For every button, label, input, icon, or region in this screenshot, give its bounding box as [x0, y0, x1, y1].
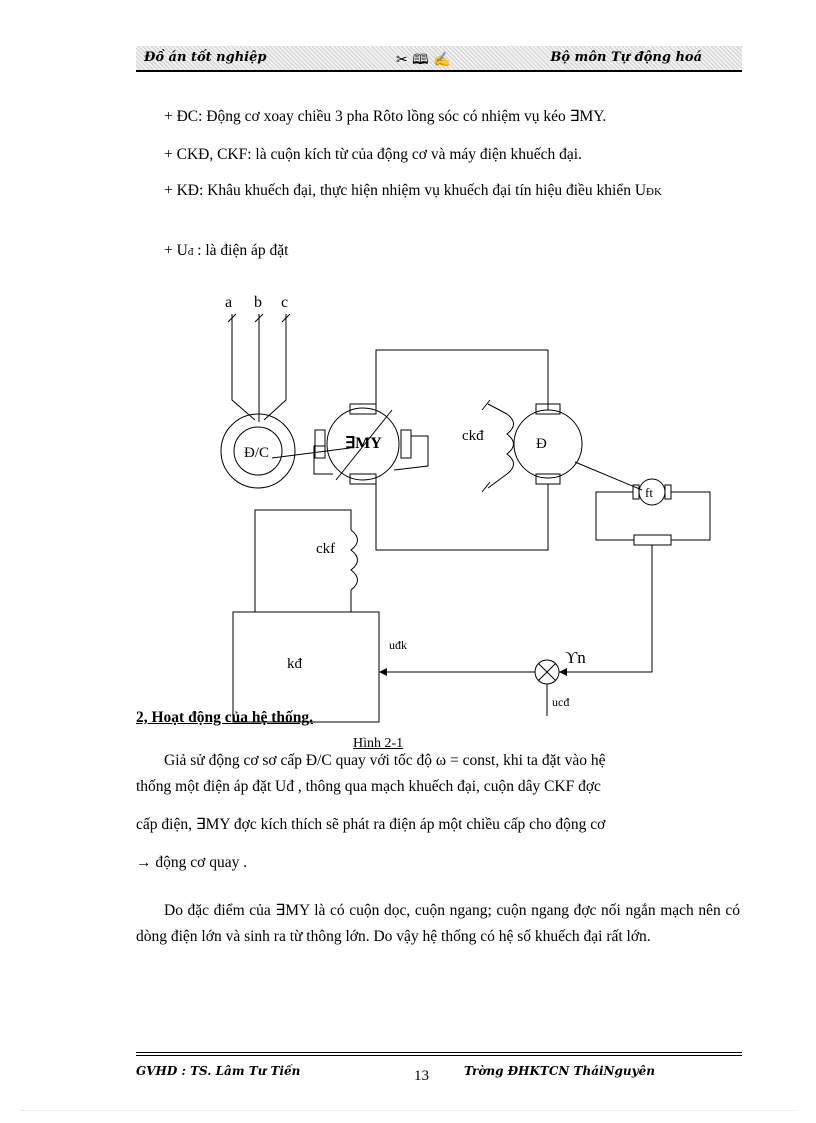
ckf-label: ckf	[316, 541, 335, 557]
phase-a-wire	[231, 314, 256, 421]
ckf-loop	[254, 509, 352, 612]
ckd-lead-bottom	[487, 473, 508, 489]
header-right-text: Bộ môn Tự động hoá	[550, 50, 702, 65]
paragraph-dc: + ĐC: Động cơ xoay chiều 3 pha Rôto lồng…	[164, 108, 607, 125]
amplidyne-brush-bottom	[349, 473, 377, 485]
phase-c-wire	[263, 314, 287, 421]
bottom-dotted-rule	[20, 1110, 796, 1111]
phase-c-tick	[281, 313, 291, 323]
ckd-lead-top	[487, 403, 508, 415]
tacho-shaft	[574, 461, 643, 491]
figure-caption: Hình 2-1	[353, 736, 404, 751]
kd-text: + KĐ: Khâu khuếch đại, thực hiện nhiệm v…	[164, 182, 647, 199]
header-rule	[136, 70, 742, 72]
feedback-wire	[559, 545, 653, 673]
phase-b-tick	[254, 313, 264, 323]
ckd-coil	[506, 413, 514, 475]
control-arrow	[379, 668, 387, 676]
shaft-line	[271, 447, 351, 459]
paragraph-ud: + Uđ : là điện áp đặt	[136, 240, 740, 263]
ckd-label: ckđ	[462, 428, 484, 444]
tacho-label: ft	[645, 485, 653, 500]
operation-line-1: Giả sử động cơ sơ cấp Đ/C quay với tốc đ…	[164, 752, 606, 769]
ac-motor-label: Đ/C	[244, 445, 269, 461]
amplidyne-slash	[335, 409, 393, 481]
amplidyne-short-circuit	[393, 435, 429, 471]
dc-motor-brush-bottom	[535, 473, 561, 485]
phase-b-label: b	[254, 294, 262, 311]
phase-a-tick	[227, 313, 237, 323]
ckf-coil	[350, 529, 358, 591]
footer-rule-1	[136, 1052, 742, 1053]
ckd-tick-top	[481, 399, 491, 411]
amplidyne-rotor	[326, 407, 400, 481]
footer-right-text: Trờng ĐHKTCN TháiNguyên	[464, 1064, 655, 1078]
header-band	[136, 46, 742, 70]
amplifier-label: kđ	[287, 656, 303, 672]
amplidyne-brush-top	[349, 403, 377, 415]
footer-left-text: GVHD : TS. Lâm Tư Tiến	[136, 1064, 301, 1078]
dc-motor-label: Đ	[536, 436, 547, 452]
tacho-brush-right	[664, 484, 672, 500]
page-footer: GVHD : TS. Lâm Tư Tiến 13 Trờng ĐHKTCN T…	[136, 1052, 742, 1092]
armature-loop-bottom	[375, 484, 549, 551]
dc-motor-rotor	[513, 409, 583, 479]
ud-text: : là điện áp đặt	[193, 242, 289, 259]
page-number: 13	[414, 1068, 429, 1084]
tacho-loop	[595, 491, 711, 541]
ud-prefix: + U	[164, 242, 188, 259]
ckd-tick-bottom	[481, 481, 491, 493]
amplidyne-brush-right	[400, 429, 412, 459]
feedback-arrow	[559, 668, 567, 676]
gamma-n-label: ϒn	[565, 648, 586, 667]
dc-motor-brush-top	[535, 403, 561, 415]
amplifier-box	[232, 611, 380, 723]
operation-line-3: cấp điện, ∃MY đợc kích thích sẽ phát ra …	[136, 816, 606, 833]
operation-line-2: thống một điện áp đặt Uđ , thông qua mạc…	[136, 778, 601, 795]
page-header: Đồ án tốt nghiệp ✂ 🕮 ✍ Bộ môn Tự động ho…	[136, 46, 742, 72]
summing-cross	[538, 663, 556, 681]
operation-paragraph-2: Do đặc điểm của ∃MY là có cuộn dọc, cuộn…	[136, 902, 740, 945]
amplidyne-cross-link	[313, 445, 333, 475]
header-ornament: ✂ 🕮 ✍	[396, 52, 451, 68]
amplidyne-label: ∃MY	[345, 435, 382, 452]
ac-motor-inner	[233, 426, 283, 476]
phase-c-label: c	[281, 294, 288, 311]
feedback-resistor	[633, 534, 672, 546]
phase-a-label: a	[225, 294, 232, 311]
udk-label: uđk	[389, 638, 407, 652]
kd-subscript: ĐK	[646, 186, 662, 198]
operation-line-4: → động cơ quay .	[136, 854, 248, 871]
ucd-label: ucđ	[552, 695, 569, 709]
footer-rule-2	[136, 1055, 742, 1056]
section-heading: 2, Hoạt động của hệ thống.	[136, 709, 313, 726]
armature-loop-top	[375, 349, 549, 410]
ac-motor-outer	[220, 413, 296, 489]
paragraph-ckd: + CKĐ, CKF: là cuộn kích từ của động cơ …	[164, 146, 582, 163]
ud-subscript: đ	[187, 246, 194, 258]
paragraph-kd: + KĐ: Khâu khuếch đại, thực hiện nhiệm v…	[136, 180, 740, 203]
amplidyne-brush-left	[314, 429, 326, 459]
header-left-text: Đồ án tốt nghiệp	[144, 50, 267, 65]
